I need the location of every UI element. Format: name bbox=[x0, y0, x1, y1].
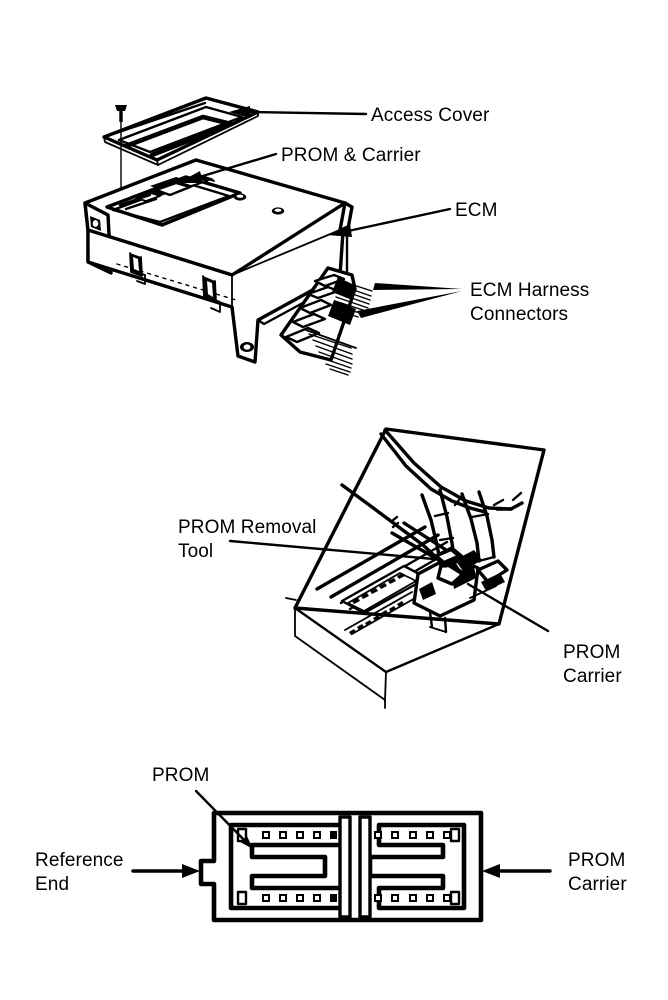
prom-pins-lower-left bbox=[236, 890, 337, 906]
label-prom-removal-tool-line1: PROM Removal bbox=[178, 517, 316, 538]
label-prom-carrier-right-line1: PROM bbox=[568, 850, 625, 871]
socket-pin-row-upper bbox=[352, 573, 405, 604]
label-ecm: ECM bbox=[455, 200, 498, 221]
prom-removal-tool-part bbox=[390, 521, 465, 576]
panel2-leaders bbox=[228, 539, 550, 633]
label-prom-carrier-mid-line1: PROM bbox=[563, 642, 620, 663]
prom-pins-lower-right bbox=[374, 890, 461, 906]
label-ecm-harness-line1: ECM Harness bbox=[470, 280, 589, 301]
panel-prom-carrier-detail: PROM Reference End PROM Carrier bbox=[35, 765, 627, 923]
label-prom-removal-tool-line2: Tool bbox=[178, 541, 213, 562]
label-reference-end-line1: Reference bbox=[35, 850, 124, 871]
harness-wire-hatching-lower bbox=[308, 333, 353, 376]
ecm-harness-connectors-part bbox=[279, 266, 373, 376]
label-prom-carrier-mid-line2: Carrier bbox=[563, 666, 622, 687]
ecm-standoff-holes bbox=[233, 193, 285, 215]
socket-pin-row-lower bbox=[349, 601, 404, 635]
label-access-cover: Access Cover bbox=[371, 105, 490, 126]
panel-ecm-exploded: Access Cover PROM & Carrier ECM ECM Harn… bbox=[83, 96, 589, 376]
label-ecm-harness-line2: Connectors bbox=[470, 304, 568, 325]
ecm-mounting-tab-right bbox=[202, 275, 221, 313]
label-reference-end-line2: End bbox=[35, 874, 69, 895]
panel1-leaders bbox=[178, 106, 462, 318]
carrier-center-bars bbox=[338, 815, 372, 919]
ecm-mounting-tab-left bbox=[129, 252, 146, 285]
access-cover-part bbox=[102, 96, 260, 166]
label-prom-and-carrier: PROM & Carrier bbox=[281, 145, 421, 166]
panel3-leaders bbox=[131, 789, 552, 878]
label-prom-carrier-right-line2: Carrier bbox=[568, 874, 627, 895]
label-prom: PROM bbox=[152, 765, 209, 786]
panel-prom-removal: PROM Removal Tool PROM Carrier bbox=[178, 427, 622, 709]
prom-pins-upper-right bbox=[374, 827, 461, 843]
